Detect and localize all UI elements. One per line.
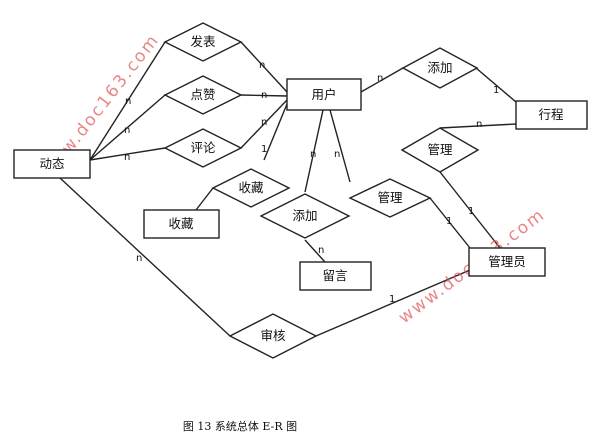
entity-message-label: 留言	[322, 268, 347, 283]
relation-add-trip: 添加	[401, 47, 479, 89]
card-publish-user: n	[259, 60, 265, 71]
entity-message: 留言	[299, 261, 372, 291]
relation-review-label: 审核	[260, 328, 286, 343]
line-dynamic-like	[89, 94, 166, 161]
card-managetrip-admin: 1	[468, 206, 474, 217]
line-user-add	[304, 109, 324, 193]
line-like-user	[240, 94, 288, 97]
card-collect-user: 1	[261, 144, 267, 155]
entity-user: 用户	[286, 78, 362, 111]
card-comment-user: n	[261, 117, 267, 128]
line-addtrip-trip	[475, 67, 517, 103]
relation-add-message-label: 添加	[292, 208, 317, 223]
card-comment-dynamic: n	[124, 152, 130, 163]
entity-trip-label: 行程	[538, 107, 564, 122]
card-like-dynamic: n	[124, 125, 130, 136]
relation-like: 点赞	[163, 75, 243, 115]
card-addtrip-trip: 1	[493, 85, 499, 96]
card-add-user: n	[310, 149, 316, 160]
relation-publish-label: 发表	[190, 34, 216, 49]
card-review-admin: 1	[389, 294, 395, 305]
relation-manage-trip: 管理	[400, 127, 480, 173]
entity-favorite: 收藏	[143, 209, 220, 239]
entity-dynamic: 动态	[13, 149, 91, 179]
card-manage-user: n	[334, 149, 340, 160]
relation-add-trip-label: 添加	[427, 60, 452, 75]
relation-comment: 评论	[163, 128, 243, 168]
card-addtrip-user: n	[377, 73, 383, 84]
line-collect-favorite	[195, 187, 214, 211]
relation-add-message: 添加	[259, 193, 351, 239]
relation-like-label: 点赞	[190, 87, 215, 102]
line-user-collect	[263, 103, 288, 161]
line-user-manage	[329, 109, 351, 183]
relation-collect-label: 收藏	[238, 180, 264, 195]
entity-user-label: 用户	[311, 87, 336, 102]
entity-trip: 行程	[515, 100, 588, 130]
relation-manage-user-label: 管理	[377, 190, 403, 205]
cardinality-labels: n n n n n n 1 n n n 1 n 1 n 1 n 1	[124, 60, 499, 305]
relation-manage-user: 管理	[348, 178, 432, 218]
line-add-message	[304, 239, 326, 263]
card-manage-admin: 1	[446, 216, 452, 227]
line-comment-user	[240, 99, 288, 149]
relation-collect: 收藏	[211, 168, 291, 208]
figure-caption: 图 13 系统总体 E-R 图	[183, 419, 297, 433]
relation-publish: 发表	[163, 22, 243, 62]
card-managetrip-trip: n	[476, 119, 482, 130]
relation-comment-label: 评论	[190, 140, 216, 155]
card-publish-dynamic: n	[125, 96, 131, 107]
relation-manage-trip-label: 管理	[427, 142, 453, 157]
line-dynamic-comment	[89, 147, 166, 161]
line-user-addtrip	[360, 67, 404, 93]
line-publish-user	[240, 41, 288, 93]
entity-favorite-label: 收藏	[168, 216, 194, 231]
line-managetrip-admin	[439, 171, 501, 249]
entity-admin-label: 管理员	[488, 254, 526, 269]
entity-admin: 管理员	[468, 247, 546, 277]
card-review-dynamic: n	[136, 253, 142, 264]
relation-review: 审核	[228, 313, 318, 359]
line-trip-managetrip	[439, 123, 517, 129]
entity-dynamic-label: 动态	[39, 156, 64, 171]
line-review-admin	[315, 269, 471, 337]
line-manage-admin	[429, 197, 471, 249]
line-dynamic-publish	[89, 41, 166, 161]
connector-lines	[59, 41, 517, 337]
card-like-user: n	[261, 90, 267, 101]
line-dynamic-review	[59, 177, 231, 337]
card-add-message: n	[318, 245, 324, 256]
